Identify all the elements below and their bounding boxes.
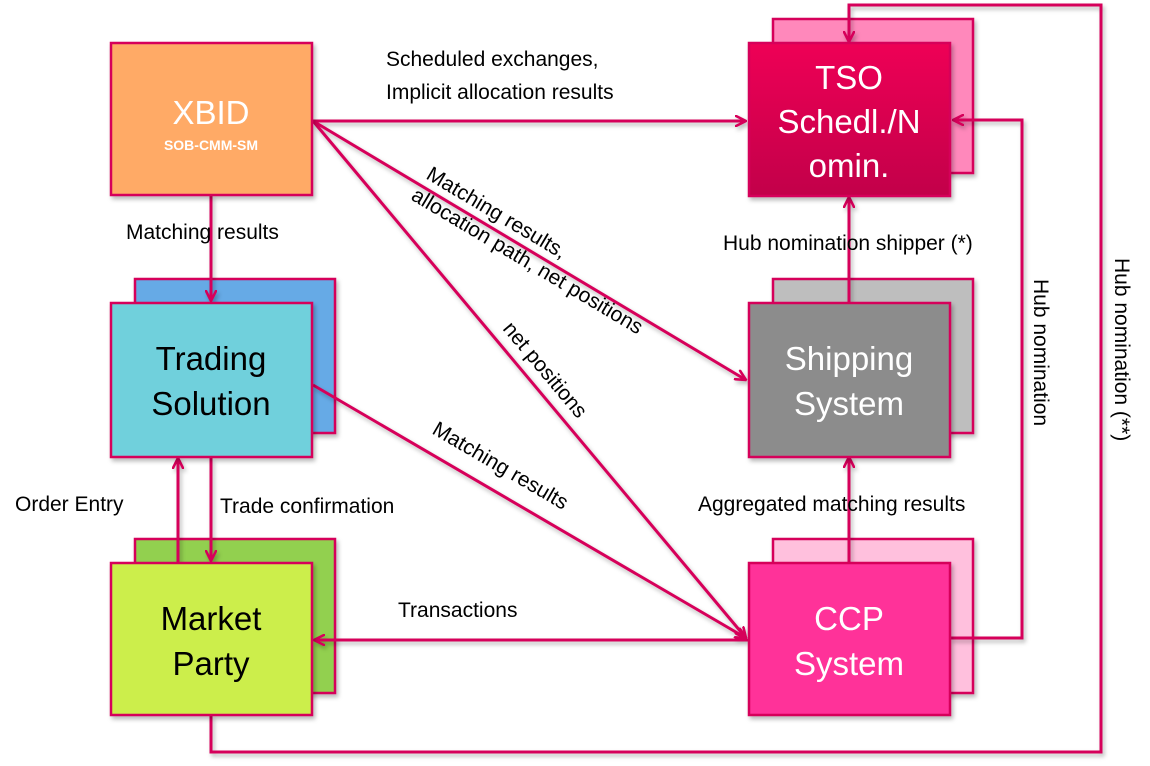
market-party-box bbox=[109, 561, 314, 717]
xbid-subtitle: SOB-CMM-SM bbox=[164, 137, 258, 153]
label-ccp-to-market: Transactions bbox=[398, 599, 517, 622]
node-tso[interactable]: TSO Schedl./N omin. bbox=[747, 41, 952, 198]
shipping-system-line1: Shipping bbox=[785, 340, 913, 377]
edge-ccp-to-tso bbox=[950, 120, 1024, 640]
xbid-box bbox=[109, 41, 314, 197]
tso-line3: omin. bbox=[809, 147, 890, 184]
edge-trading-to-ccp bbox=[312, 383, 746, 638]
label-xbid-to-ccp: net positions bbox=[498, 317, 591, 422]
label-market-to-trading: Order Entry bbox=[15, 493, 124, 516]
node-ccp-system[interactable]: CCP System bbox=[747, 561, 952, 717]
trading-solution-box bbox=[109, 301, 314, 459]
ccp-system-line2: System bbox=[794, 645, 904, 682]
tso-box bbox=[747, 41, 952, 198]
node-trading-solution[interactable]: Trading Solution bbox=[109, 301, 314, 459]
label-trading-to-market: Trade confirmation bbox=[220, 495, 394, 518]
ccp-system-box bbox=[747, 561, 952, 717]
trading-solution-line1: Trading bbox=[156, 340, 267, 377]
label-market-to-tso: Hub nomination (**) bbox=[1110, 258, 1133, 441]
node-market-party[interactable]: Market Party bbox=[109, 561, 314, 717]
edge-xbid-to-shipping bbox=[312, 119, 746, 380]
label-ccp-to-shipping: Aggregated matching results bbox=[698, 493, 965, 516]
tso-line2: Schedl./N bbox=[777, 103, 920, 140]
label-xbid-to-tso-line2: Implicit allocation results bbox=[386, 81, 614, 104]
label-shipping-to-tso: Hub nomination shipper (*) bbox=[723, 232, 973, 255]
label-xbid-to-tso-line1: Scheduled exchanges, bbox=[386, 48, 599, 71]
shipping-system-line2: System bbox=[794, 385, 904, 422]
label-xbid-to-shipping-line2: allocation path, net positions bbox=[407, 184, 646, 339]
label-xbid-to-trading: Matching results bbox=[126, 221, 279, 244]
shipping-system-box bbox=[747, 301, 952, 459]
market-party-line2: Party bbox=[172, 645, 250, 682]
xbid-title: XBID bbox=[172, 94, 249, 131]
ccp-system-line1: CCP bbox=[814, 600, 884, 637]
market-party-line1: Market bbox=[161, 600, 262, 637]
node-shipping-system[interactable]: Shipping System bbox=[747, 301, 952, 459]
edge-xbid-to-ccp bbox=[311, 120, 746, 638]
trading-solution-line2: Solution bbox=[151, 385, 270, 422]
node-xbid[interactable]: XBID SOB-CMM-SM bbox=[109, 41, 314, 197]
tso-line1: TSO bbox=[815, 59, 883, 96]
label-ccp-to-tso: Hub nomination bbox=[1029, 279, 1052, 426]
edge-market-to-tso bbox=[209, 3, 1103, 754]
